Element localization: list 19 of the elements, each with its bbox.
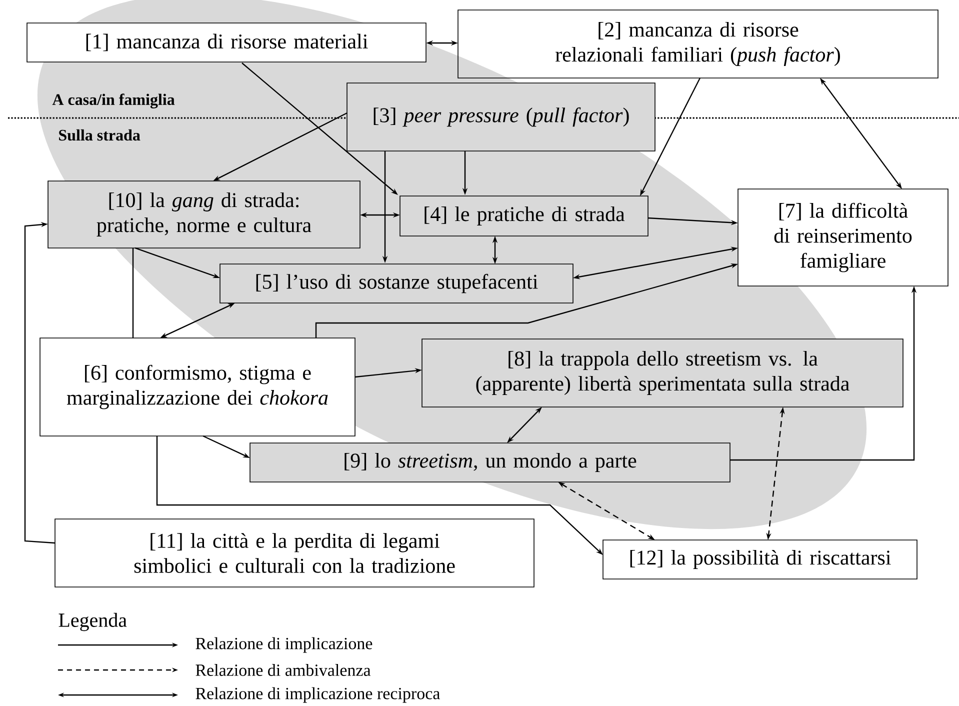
concept-box: [1] mancanza di risorse materiali bbox=[26, 22, 426, 62]
concept-box: [3] peer pressure (pull factor) bbox=[346, 82, 656, 152]
arrow bbox=[24, 222, 56, 544]
concept-box: [2] mancanza di risorse relazionali familiari (push factor) bbox=[458, 10, 938, 78]
concept-box: [4] le pratiche di strada bbox=[400, 196, 648, 236]
concept-box: [6] conformismo, stigma e marginalizzazione dei chokora bbox=[40, 338, 356, 436]
legend-title: Legenda bbox=[58, 612, 127, 632]
concept-box: [10] la gang di strada: pratiche, norme e cultura bbox=[48, 180, 360, 248]
zone-label: Sulla strada bbox=[59, 129, 140, 141]
legend-text: Relazione di implicazione reciproca bbox=[196, 687, 440, 703]
concept-box: [7] la difficoltà di reinserimento famigliare bbox=[738, 188, 948, 286]
concept-box: [11] la città e la perdita di legami simbolici e culturali con la tradizione bbox=[54, 518, 534, 588]
legend-text: Relazione di implicazione bbox=[196, 637, 372, 653]
legend-text: Relazione di ambivalenza bbox=[196, 664, 371, 676]
concept-box: [5] l’uso di sostanze stupefacenti bbox=[220, 264, 574, 304]
concept-box: [12] la possibilità di riscattarsi bbox=[602, 540, 918, 580]
concept-box: [9] lo streetism, un mondo a parte bbox=[250, 442, 730, 482]
zone-label: A casa/in famiglia bbox=[52, 94, 175, 108]
concept-box: [8] la trappola dello streetism vs. la (apparente) libertà sperimentata sulla strada bbox=[422, 338, 904, 408]
